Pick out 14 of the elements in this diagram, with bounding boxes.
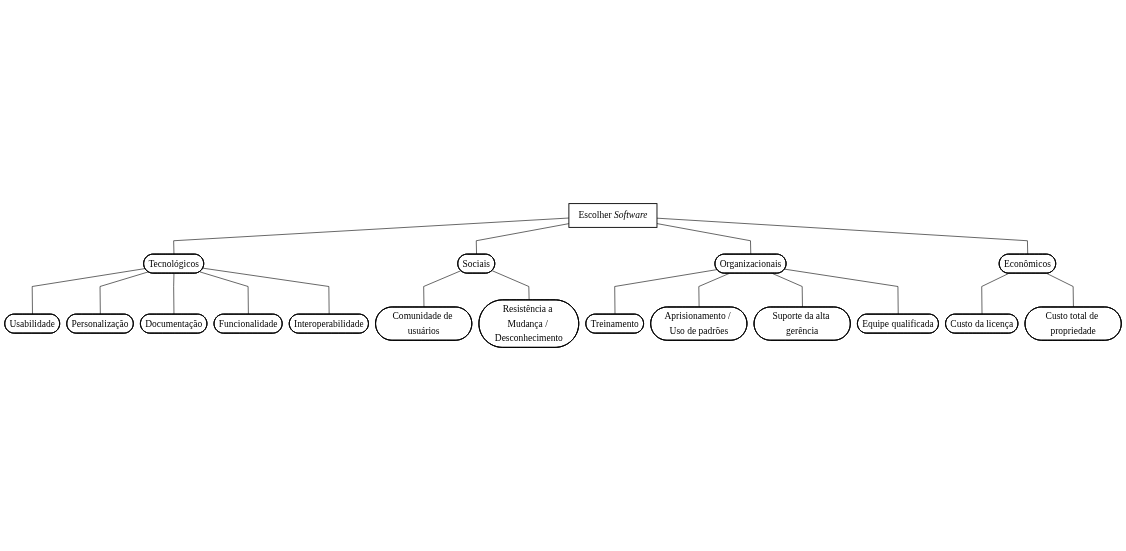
connector [491, 270, 530, 301]
connector [656, 223, 752, 255]
connector [784, 268, 899, 315]
connector [99, 271, 149, 315]
connector [614, 269, 718, 315]
connector [656, 217, 1029, 255]
connector [173, 217, 570, 255]
connector [423, 270, 462, 308]
connector [202, 267, 330, 315]
connector [31, 268, 146, 315]
connector [173, 273, 175, 315]
connector [199, 271, 249, 315]
node-box: Escolher Software [568, 203, 658, 228]
connector [475, 223, 570, 255]
